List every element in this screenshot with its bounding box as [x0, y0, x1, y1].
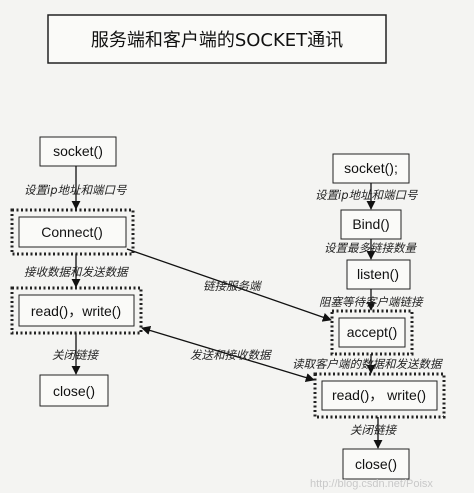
server-accept-box — [338, 317, 406, 348]
title-box — [47, 14, 387, 64]
client-readwrite-label: read()，write() — [31, 303, 121, 319]
client-readwrite-box — [18, 294, 135, 327]
server-listen-box — [346, 259, 411, 290]
server-accept-focus — [330, 309, 414, 356]
server-socket-box — [332, 153, 410, 184]
server-readwrite-box — [321, 380, 438, 411]
server-bind-box — [340, 209, 402, 240]
server-accept-label: accept() — [347, 324, 398, 340]
client-close-box — [39, 374, 109, 407]
label-server-block: 阻塞等待客户端链接 — [319, 295, 424, 309]
client-socket-label: socket() — [53, 143, 103, 159]
label-send-recv-data: 发送和接收数据 — [190, 348, 272, 362]
server-close-box — [342, 448, 410, 480]
server-readwrite-label: read()， write() — [332, 387, 426, 403]
server-close-label: close() — [355, 456, 397, 472]
label-server-close-link: 关闭链接 — [350, 423, 397, 437]
label-client-send-recv: 接收数据和发送数据 — [24, 265, 129, 279]
label-server-read-send: 读取客户端的数据和发送数据 — [292, 357, 443, 371]
client-connect-label: Connect() — [41, 224, 102, 240]
label-server-max-conn: 设置最多链接数量 — [324, 241, 417, 255]
page-title: 服务端和客户端的SOCKET通讯 — [91, 30, 343, 51]
client-connect-focus — [10, 208, 135, 256]
client-socket-box — [39, 136, 117, 167]
server-socket-label: socket(); — [344, 160, 398, 176]
arrow-data-exchange — [141, 326, 315, 382]
label-link-server: 链接服务端 — [203, 279, 262, 293]
client-close-label: close() — [53, 383, 95, 399]
server-readwrite-focus — [313, 372, 446, 419]
server-listen-label: listen() — [357, 266, 399, 282]
label-client-close-link: 关闭链接 — [52, 348, 99, 362]
client-connect-box — [18, 216, 127, 248]
server-bind-label: Bind() — [352, 216, 389, 232]
label-client-set-ip: 设置ip地址和端口号 — [24, 183, 127, 197]
label-server-set-ip: 设置ip地址和端口号 — [315, 188, 418, 202]
watermark: http://blog.csdn.net/Poisx — [310, 478, 433, 490]
arrow-connect-to-accept — [126, 248, 332, 322]
